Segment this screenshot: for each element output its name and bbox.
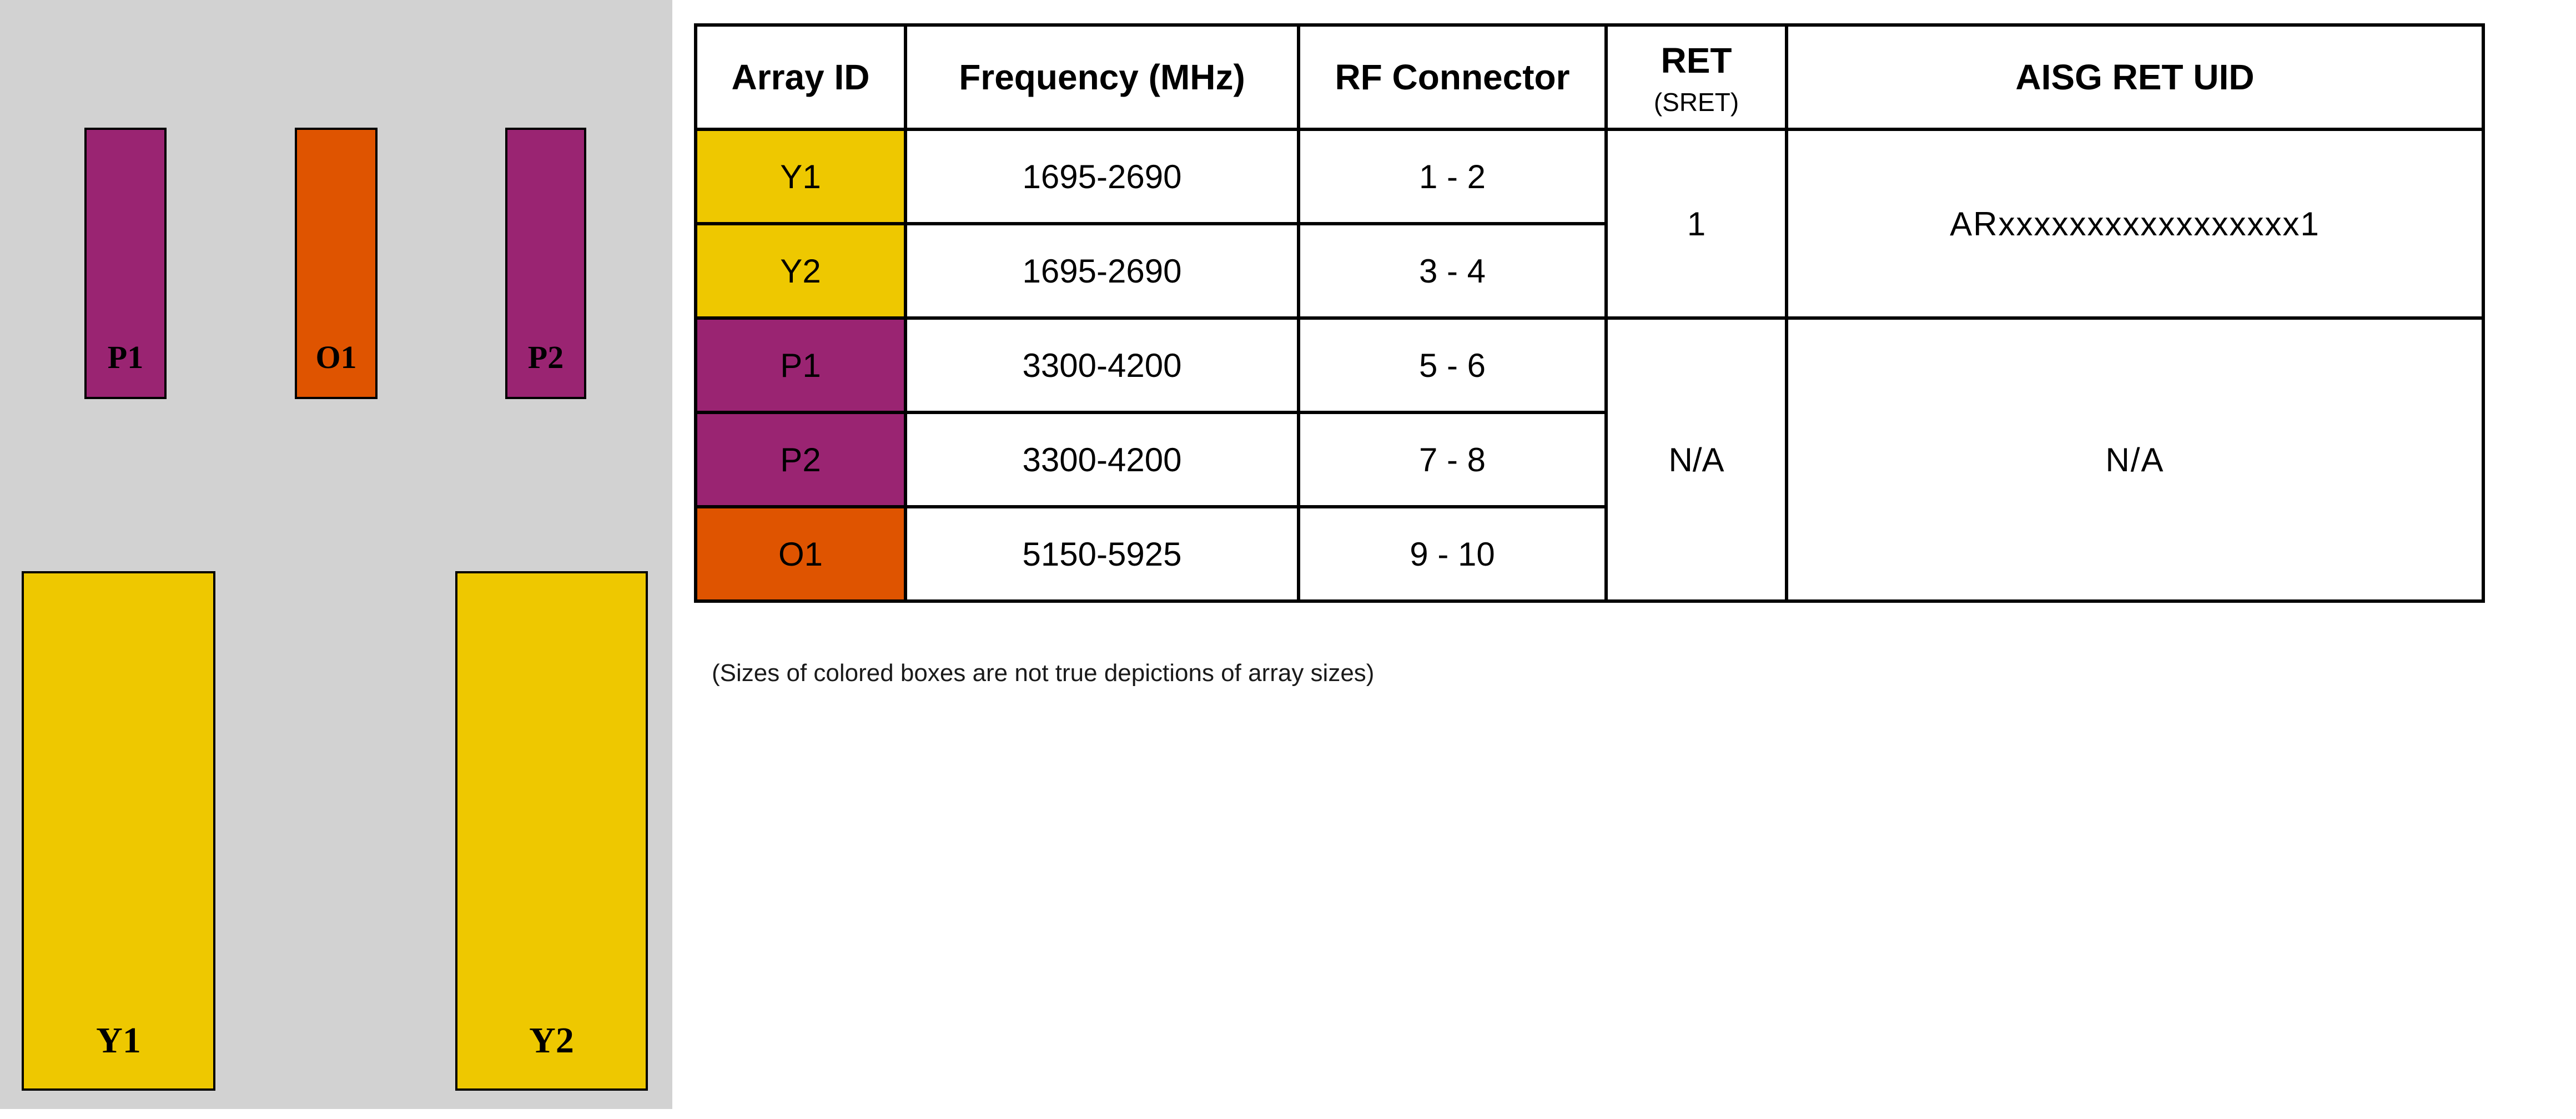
cell-array-id-o1: O1 bbox=[694, 505, 907, 603]
header-array-id: Array ID bbox=[694, 23, 907, 131]
table-row-y1: Y1 1695-2690 1 - 2 1 ARxxxxxxxxxxxxxxxxx… bbox=[694, 128, 2485, 320]
table-row-p1: P1 3300-4200 5 - 6 N/A N/A bbox=[694, 316, 2485, 603]
cell-array-id-y1: Y1 bbox=[694, 128, 907, 225]
array-box-y2: Y2 bbox=[455, 571, 648, 1091]
array-spec-table: Array ID Frequency (MHz) RF Connector RE… bbox=[694, 23, 2485, 603]
cell-frequency-y2: 1695-2690 bbox=[904, 222, 1300, 320]
cell-aisg-group-2: N/A bbox=[1785, 316, 2485, 603]
header-rf-connector: RF Connector bbox=[1297, 23, 1608, 131]
header-ret-sub: (SRET) bbox=[1653, 88, 1739, 117]
table-row-o1: O1 5150-5925 9 - 10 bbox=[694, 505, 2483, 603]
cell-array-id-p2: P2 bbox=[694, 411, 907, 508]
table-row-p2: P2 3300-4200 7 - 8 bbox=[694, 411, 2483, 508]
array-box-p1: P1 bbox=[84, 128, 167, 399]
header-ret: RET (SRET) bbox=[1604, 23, 1788, 131]
antenna-face-diagram: P1 O1 P2 Y1 Y2 bbox=[0, 0, 672, 1109]
cell-frequency-p2: 3300-4200 bbox=[904, 411, 1300, 508]
cell-frequency-p1: 3300-4200 bbox=[904, 316, 1300, 414]
array-box-o1-label: O1 bbox=[315, 339, 357, 375]
array-box-y1-label: Y1 bbox=[96, 1020, 141, 1061]
array-box-p2: P2 bbox=[505, 128, 586, 399]
array-box-y2-label: Y2 bbox=[529, 1020, 574, 1061]
cell-frequency-y1: 1695-2690 bbox=[904, 128, 1300, 225]
cell-array-id-p1: P1 bbox=[694, 316, 907, 414]
cell-array-id-y2: Y2 bbox=[694, 222, 907, 320]
header-aisg-ret-uid: AISG RET UID bbox=[1785, 23, 2485, 131]
cell-rf-connector-o1: 9 - 10 bbox=[1297, 505, 1608, 603]
cell-rf-connector-p2: 7 - 8 bbox=[1297, 411, 1608, 508]
array-box-o1: O1 bbox=[295, 128, 378, 399]
cell-rf-connector-y1: 1 - 2 bbox=[1297, 128, 1608, 225]
array-box-p1-label: P1 bbox=[107, 339, 144, 375]
cell-rf-connector-y2: 3 - 4 bbox=[1297, 222, 1608, 320]
array-box-p2-label: P2 bbox=[527, 339, 564, 375]
header-ret-main: RET bbox=[1661, 40, 1732, 80]
cell-ret-group-1: 1 bbox=[1604, 128, 1788, 320]
cell-aisg-group-1: ARxxxxxxxxxxxxxxxxx1 bbox=[1785, 128, 2485, 320]
header-frequency: Frequency (MHz) bbox=[904, 23, 1300, 131]
header-row: Array ID Frequency (MHz) RF Connector RE… bbox=[694, 23, 2485, 131]
array-box-y1: Y1 bbox=[22, 571, 215, 1091]
table-row-y2: Y2 1695-2690 3 - 4 bbox=[694, 222, 2483, 320]
cell-frequency-o1: 5150-5925 bbox=[904, 505, 1300, 603]
cell-ret-group-2: N/A bbox=[1604, 316, 1788, 603]
cell-rf-connector-p1: 5 - 6 bbox=[1297, 316, 1608, 414]
diagram-note: (Sizes of colored boxes are not true dep… bbox=[712, 659, 1375, 687]
